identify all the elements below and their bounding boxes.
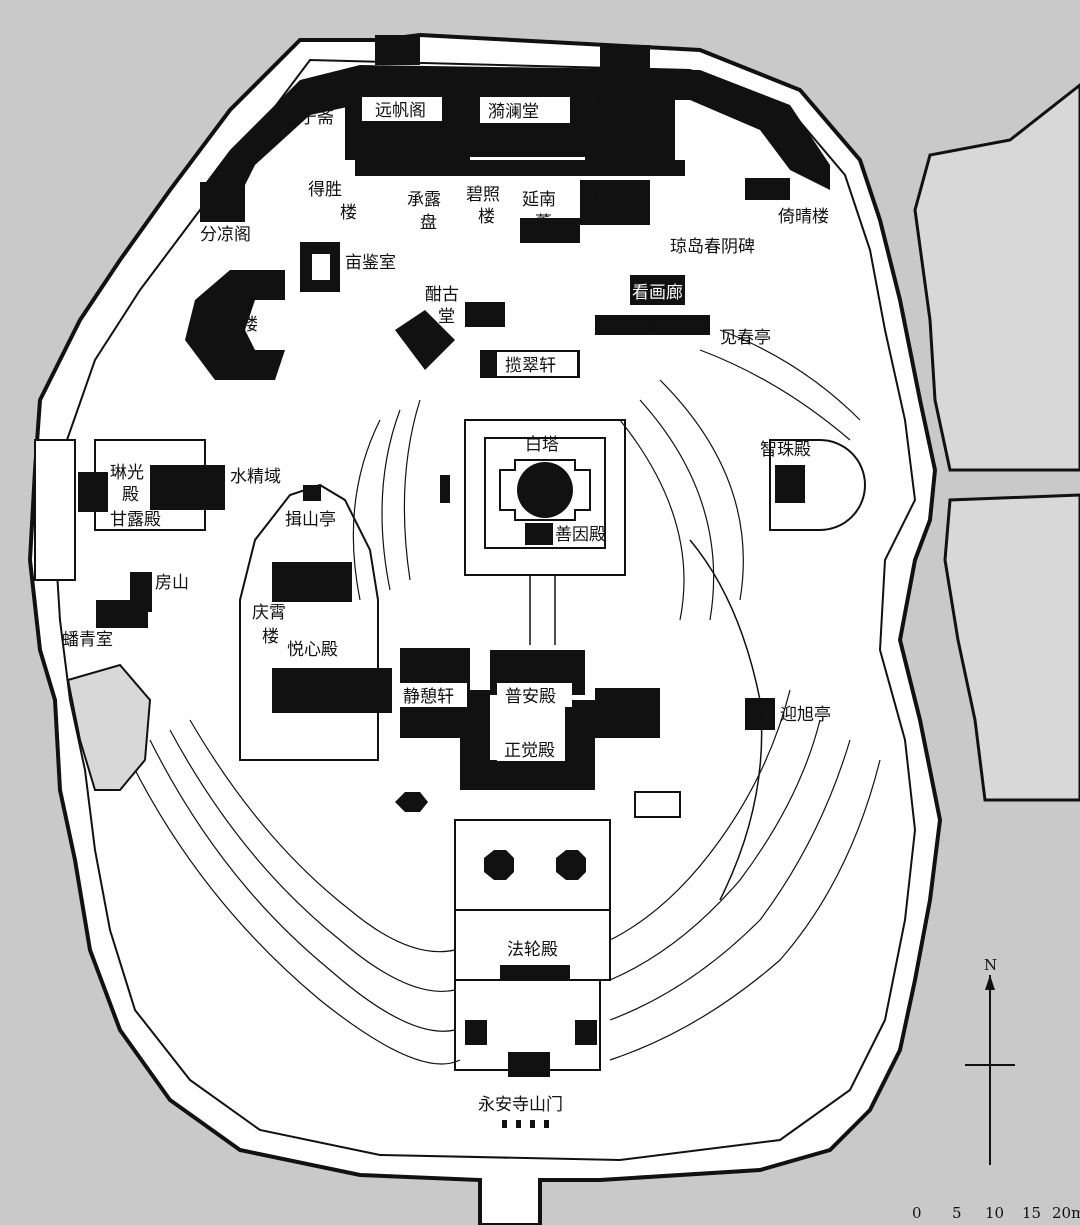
bldg-jiaocui (595, 315, 710, 335)
west-pond (66, 663, 152, 791)
label-fenliang-ge: 分凉阁 (200, 225, 251, 245)
contour-lines (129, 329, 881, 1065)
yongan-court-upper (454, 819, 611, 911)
scale-tick-20: 20m (1052, 1204, 1080, 1222)
bldg-yibi (580, 180, 650, 225)
bldg-qinglan (585, 70, 675, 160)
water-northeast (913, 83, 1080, 472)
stairway-central (529, 575, 556, 645)
label-zhengjue-dian: 正觉殿 (504, 741, 555, 761)
label-ganlu-dian: 甘露殿 (110, 510, 161, 530)
label-shanyin-dian: 善因殿 (555, 525, 606, 545)
bldg-east-pavilion (634, 791, 681, 818)
label-tiangu-tang-2: 堂 (438, 307, 455, 327)
label-yiqing-lou: 倚晴楼 (778, 207, 829, 227)
bldg-yiqing (745, 178, 790, 200)
label-lancui-xuan: 揽翠轩 (505, 356, 556, 376)
octagon-right (556, 850, 586, 880)
zhizhu-court (769, 439, 866, 531)
bldg-fenliang (200, 182, 245, 222)
path-east (689, 539, 763, 901)
label-desheng-lou-2: 楼 (340, 203, 357, 223)
label-jianchun-ting: 见春亭 (720, 328, 771, 348)
label-yishan-ting: 揖山亭 (285, 510, 336, 530)
label-chenglu-pan-1: 承露 (407, 190, 441, 210)
label-qingxiao-1: 庆霄 (252, 603, 286, 623)
label-yuexin-dian: 悦心殿 (287, 640, 338, 660)
north-arrow: N (965, 956, 1015, 1165)
bldg-east-hall (595, 688, 660, 738)
label-daoning-zhai: 道宁斋 (283, 108, 334, 128)
label-fanqing-shi: 蟠青室 (62, 630, 113, 650)
label-bai-ta: 白塔 (525, 435, 559, 455)
label-yibi-lou: 漪碧楼 (582, 185, 633, 205)
label-bizhao-lou-2: 楼 (478, 207, 495, 227)
bldg-lower-left (465, 1020, 487, 1045)
bldg-yuegu (185, 270, 285, 380)
label-jiaocui-ting: 交翠亭 (626, 318, 677, 338)
scale-tick-5: 5 (952, 1204, 962, 1222)
bldg-zhengjue (460, 690, 595, 790)
label-yilan-tang: 漪澜堂 (488, 102, 539, 122)
bldg-tiangu (465, 302, 505, 327)
bldg-linguang-left (78, 472, 108, 512)
scale-tick-15: 15 (1022, 1204, 1041, 1222)
bldg-zhizhu (775, 465, 805, 503)
north-label: N (984, 956, 997, 974)
label-qinglan-huayun: 晴栏花韵 (597, 95, 665, 115)
north-gate-left (375, 35, 420, 65)
label-yuegu-lou: 阅古楼 (207, 315, 258, 335)
scale-tick-10: 10 (985, 1204, 1004, 1222)
label-desheng-lou-1: 得胜 (308, 180, 342, 200)
label-fang-shan: 房山 (155, 573, 189, 593)
bldg-shanyin (525, 523, 553, 545)
label-tiangu-tang-1: 酣古 (425, 285, 459, 305)
label-yannan-xun-2: 薰 (535, 213, 552, 233)
label-chenglu-pan-2: 盘 (420, 213, 437, 233)
bldg-shanmen (508, 1052, 550, 1077)
dagoba-stupa (517, 462, 573, 518)
label-bizhao-lou-1: 碧照 (466, 185, 500, 205)
island-outline (27, 32, 943, 1225)
label-qingxiao-2: 楼 (262, 627, 279, 647)
label-zhizhu-dian: 智珠殿 (760, 440, 811, 460)
gate-markers (502, 1120, 549, 1128)
label-linguang-1: 琳光 (110, 463, 144, 483)
label-jingxi-xuan: 静憩轩 (403, 687, 454, 707)
bldg-row-mid (355, 160, 685, 176)
water-east (943, 493, 1080, 802)
bldg-hex-pavilion-west (395, 792, 428, 812)
bldg-linguang-right (150, 465, 225, 510)
bldg-west-wing (34, 439, 76, 581)
octagon-left (484, 850, 514, 880)
scale-bar: 0 5 10 15 20m (912, 1204, 1080, 1222)
label-falun-dian: 法轮殿 (507, 940, 558, 960)
bldg-yannan (520, 218, 580, 243)
label-kanhua-lang: 看画廊 (632, 283, 683, 303)
label-qiongdao-chunyin-bei: 琼岛春阴碑 (670, 237, 755, 257)
bldg-lower-right (575, 1020, 597, 1045)
bldg-yuexin (272, 668, 392, 713)
bldg-fanqing (96, 600, 148, 628)
label-puan-dian: 普安殿 (505, 687, 556, 707)
bldg-tiangu-hall (395, 310, 455, 370)
bldg-qingxiao (272, 562, 352, 602)
label-linguang-2: 殿 (122, 485, 139, 505)
scale-tick-0: 0 (912, 1204, 922, 1222)
label-yingxu-ting: 迎旭亭 (780, 705, 831, 725)
label-shuijing-yu: 水精域 (230, 467, 281, 487)
label-yannan-xun-1: 延南 (522, 190, 556, 210)
label-yuanfan-ge: 远帆阁 (375, 101, 426, 121)
label-hanjian-shi: 亩鉴室 (345, 253, 396, 273)
bldg-kanhua (630, 275, 685, 305)
bldg-yishan (303, 485, 321, 501)
label-yongansi-shanmen: 永安寺山门 (478, 1095, 563, 1115)
